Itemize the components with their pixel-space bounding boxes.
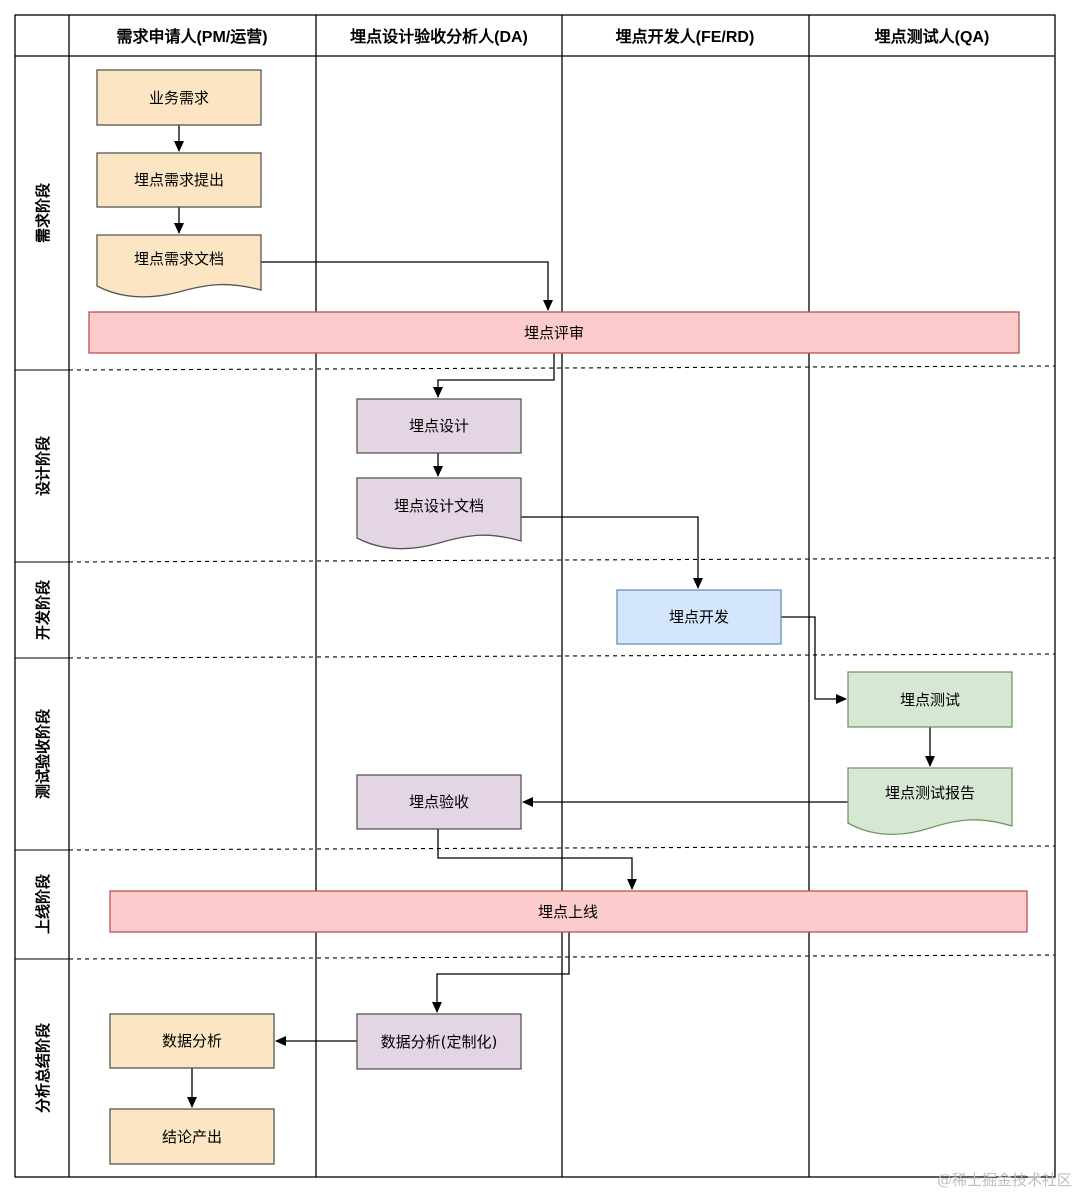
node-data-analysis: 数据分析 xyxy=(109,1013,275,1069)
svg-text:埋点需求提出: 埋点需求提出 xyxy=(134,171,224,189)
phase-label-launch: 上线阶段 xyxy=(34,874,52,934)
edge-launch-to-custom-analysis xyxy=(432,932,570,1013)
svg-text:埋点测试: 埋点测试 xyxy=(900,691,960,709)
phase-label-req: 需求阶段 xyxy=(34,183,52,243)
edge-dev-to-test xyxy=(781,616,847,704)
nodes: 业务需求 埋点需求提出 埋点需求文档 埋点评审 埋点设计 埋点设计文档 xyxy=(88,69,1028,1165)
watermark: @稀土掘金技术社区 xyxy=(936,1171,1072,1189)
node-track-design: 埋点设计 xyxy=(356,398,522,454)
lane-header-pm: 需求申请人(PM/运营) xyxy=(116,27,267,46)
svg-text:埋点验收: 埋点验收 xyxy=(409,793,469,811)
svg-text:数据分析: 数据分析 xyxy=(162,1032,222,1050)
svg-text:埋点测试报告: 埋点测试报告 xyxy=(885,784,975,802)
node-track-dev: 埋点开发 xyxy=(616,589,782,645)
phase-labels: 需求阶段 设计阶段 开发阶段 测试验收阶段 上线阶段 分析总结阶段 xyxy=(34,183,52,1113)
node-track-review: 埋点评审 xyxy=(88,311,1020,354)
connectors xyxy=(174,125,935,1108)
diagram-frame xyxy=(14,14,1056,1178)
svg-text:数据分析(定制化): 数据分析(定制化) xyxy=(381,1033,498,1051)
phase-label-dev: 开发阶段 xyxy=(34,580,52,640)
svg-text:埋点设计: 埋点设计 xyxy=(409,417,469,435)
node-track-test-report: 埋点测试报告 xyxy=(847,767,1013,835)
node-data-analysis-custom: 数据分析(定制化) xyxy=(356,1013,522,1070)
lane-grid xyxy=(14,14,1056,1178)
phase-label-test: 测试验收阶段 xyxy=(34,709,52,799)
node-track-design-doc: 埋点设计文档 xyxy=(356,477,522,550)
phase-label-analysis: 分析总结阶段 xyxy=(34,1023,52,1113)
edge-review-to-design xyxy=(433,353,555,398)
phase-dividers xyxy=(15,365,1056,960)
edge-doc-to-review xyxy=(261,261,553,311)
edge-accept-to-launch xyxy=(437,829,637,890)
svg-text:埋点需求文档: 埋点需求文档 xyxy=(134,250,224,268)
svg-text:埋点上线: 埋点上线 xyxy=(538,903,598,921)
lane-header-rd: 埋点开发人(FE/RD) xyxy=(616,27,755,46)
svg-text:埋点设计文档: 埋点设计文档 xyxy=(394,497,484,515)
node-biz-req: 业务需求 xyxy=(96,69,262,126)
node-conclusion: 结论产出 xyxy=(109,1108,275,1165)
phase-label-design: 设计阶段 xyxy=(34,436,52,496)
svg-text:埋点评审: 埋点评审 xyxy=(524,324,584,342)
node-track-req-doc: 埋点需求文档 xyxy=(96,234,262,298)
svg-text:埋点开发: 埋点开发 xyxy=(669,608,729,626)
svg-text:结论产出: 结论产出 xyxy=(162,1128,222,1146)
lane-header-da: 埋点设计验收分析人(DA) xyxy=(350,27,528,46)
lane-header-qa: 埋点测试人(QA) xyxy=(875,27,990,46)
svg-text:业务需求: 业务需求 xyxy=(149,89,209,107)
node-track-req-submit: 埋点需求提出 xyxy=(96,152,262,208)
lane-headers: 需求申请人(PM/运营) 埋点设计验收分析人(DA) 埋点开发人(FE/RD) … xyxy=(116,27,989,46)
node-track-test: 埋点测试 xyxy=(847,671,1013,728)
node-track-accept: 埋点验收 xyxy=(356,774,522,830)
node-track-launch: 埋点上线 xyxy=(109,890,1028,933)
edge-design-doc-to-dev xyxy=(521,516,703,589)
